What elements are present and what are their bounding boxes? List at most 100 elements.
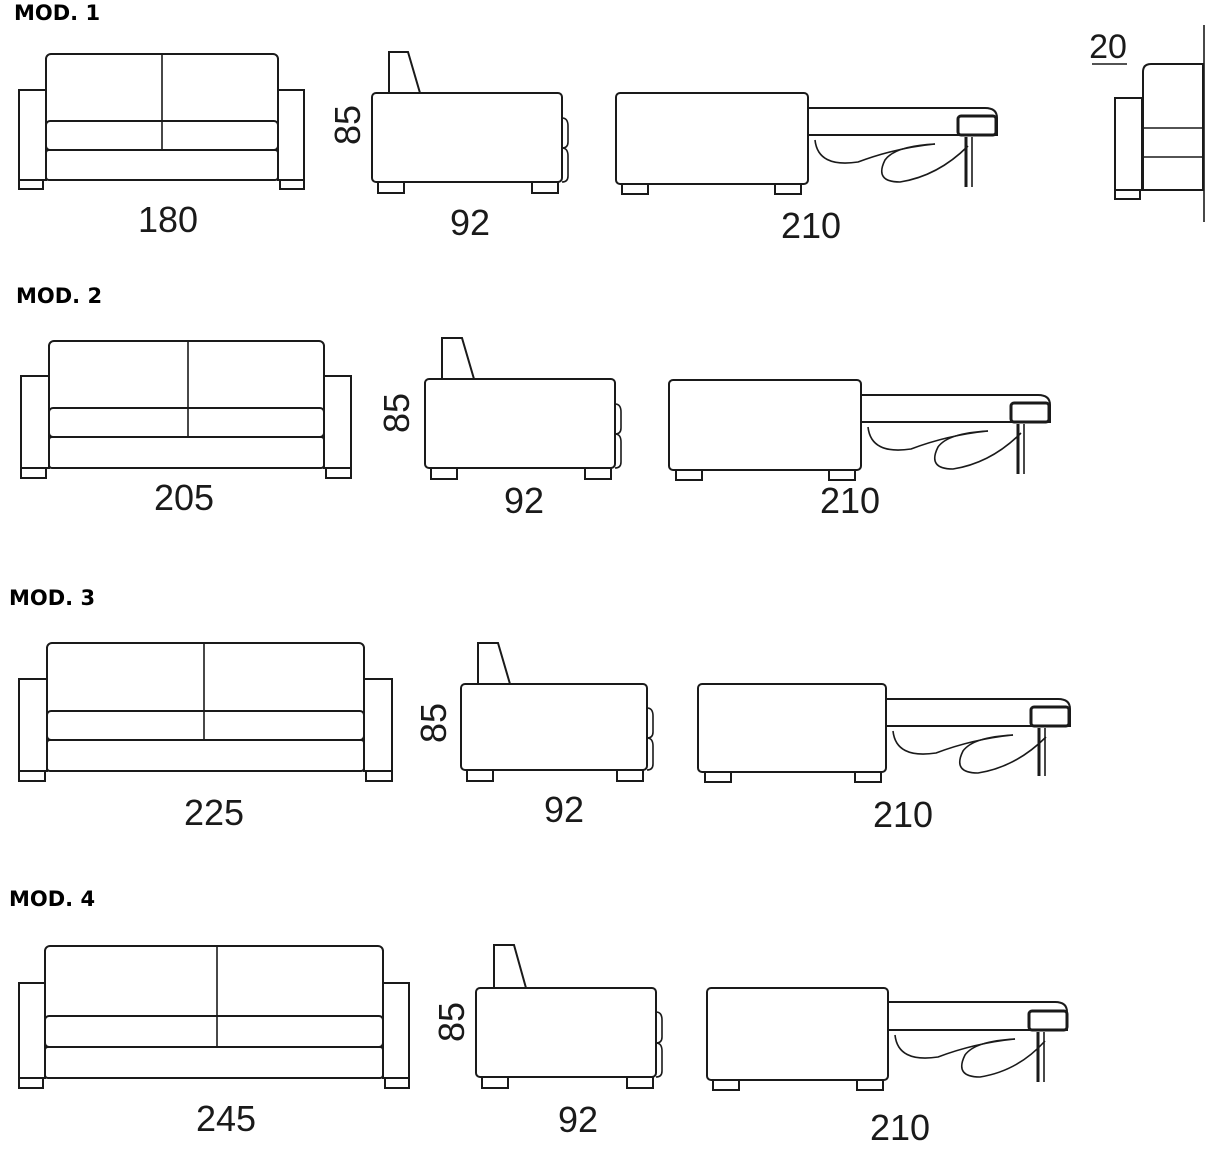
model-1-open-bed-view xyxy=(615,92,998,195)
model-4-height: 85 xyxy=(431,1002,472,1042)
front-leg xyxy=(384,1077,410,1089)
model-2-open-bed-view xyxy=(668,379,1051,481)
bed-frame-end xyxy=(956,114,998,137)
model-4-depth: 92 xyxy=(558,1099,598,1140)
model-4-side-view xyxy=(475,944,663,1089)
seat-base xyxy=(48,436,325,469)
model-1-side-view xyxy=(371,51,569,194)
front-leg xyxy=(365,770,393,782)
model-3-height: 85 xyxy=(413,703,454,743)
model-2-depth: 92 xyxy=(504,480,544,521)
back-cushion xyxy=(655,1011,663,1044)
mattress xyxy=(887,1001,1068,1031)
model-4-width: 245 xyxy=(196,1098,256,1139)
right-armrest xyxy=(363,678,393,772)
model-2-width: 205 xyxy=(154,477,214,518)
headrest xyxy=(441,337,476,380)
side-leg xyxy=(377,181,405,194)
seat-base xyxy=(44,1046,384,1079)
mattress xyxy=(885,698,1071,727)
open-leg xyxy=(704,771,732,783)
bed-mechanism xyxy=(881,143,969,183)
side-leg xyxy=(531,181,559,194)
front-leg xyxy=(18,1077,44,1089)
side-body xyxy=(371,92,563,183)
open-body xyxy=(615,92,809,185)
back-cushion xyxy=(614,403,622,435)
model-1-label: MOD. 1 xyxy=(14,1,100,25)
bed-frame-end xyxy=(1009,401,1051,424)
bed-frame-end xyxy=(1027,1009,1069,1032)
headrest xyxy=(388,51,422,94)
bed-mechanism xyxy=(894,1034,1016,1059)
headrest xyxy=(477,642,512,685)
model-3-front-view xyxy=(18,642,393,782)
bed-mechanism xyxy=(867,426,989,451)
model-1-width: 180 xyxy=(138,199,198,240)
left-armrest xyxy=(18,89,47,181)
open-leg xyxy=(675,469,703,481)
armrest-detail-leg xyxy=(1114,189,1141,200)
front-leg xyxy=(325,467,352,479)
model-3: MOD. 3 225 85 92 xyxy=(9,586,1071,835)
model-4: MOD. 4 245 85 92 xyxy=(9,887,1069,1148)
model-1-height: 85 xyxy=(327,105,368,145)
back-cushion xyxy=(614,433,622,469)
model-2-side-view xyxy=(424,337,622,480)
seat-cushion xyxy=(44,1015,384,1048)
right-armrest xyxy=(382,982,410,1079)
left-armrest xyxy=(20,375,50,469)
open-leg xyxy=(828,469,856,481)
model-3-depth: 92 xyxy=(544,789,584,830)
seat-base xyxy=(46,739,365,772)
bed-mechanism xyxy=(959,734,1047,774)
bed-frame-end xyxy=(1029,705,1071,728)
model-3-width: 225 xyxy=(184,792,244,833)
open-leg xyxy=(774,183,802,195)
model-3-open-bed-view xyxy=(697,683,1071,783)
headrest xyxy=(493,944,528,989)
side-body xyxy=(460,683,648,771)
model-1: MOD. 1 180 85 92 xyxy=(14,1,1205,246)
bed-mechanism xyxy=(814,139,936,164)
bed-mechanism xyxy=(892,730,1014,755)
model-2-height: 85 xyxy=(376,393,417,433)
model-1-depth: 92 xyxy=(450,202,490,243)
seat-cushion xyxy=(48,407,325,438)
left-armrest xyxy=(18,678,48,772)
model-4-open-length: 210 xyxy=(870,1107,930,1148)
armrest-width: 20 xyxy=(1089,28,1127,66)
seat-base xyxy=(45,149,279,181)
armrest-detail xyxy=(1092,25,1205,222)
back-cushion xyxy=(561,117,569,149)
model-1-front-view xyxy=(18,53,305,190)
open-leg xyxy=(856,1079,884,1091)
model-3-label: MOD. 3 xyxy=(9,586,95,610)
right-armrest xyxy=(277,89,305,181)
open-body xyxy=(706,987,889,1081)
right-armrest xyxy=(323,375,352,469)
open-body xyxy=(668,379,862,471)
back-cushion xyxy=(646,707,654,739)
left-armrest xyxy=(18,982,46,1079)
side-leg xyxy=(584,467,612,480)
bed-mechanism xyxy=(934,430,1022,470)
back-cushion xyxy=(561,147,569,183)
side-leg xyxy=(626,1076,654,1089)
open-leg xyxy=(712,1079,740,1091)
open-body xyxy=(697,683,887,773)
seat-cushion xyxy=(46,710,365,741)
front-leg xyxy=(18,179,44,190)
model-4-front-view xyxy=(18,945,410,1089)
side-body xyxy=(475,987,657,1078)
mattress xyxy=(860,394,1051,423)
model-3-side-view xyxy=(460,642,654,782)
model-3-open-length: 210 xyxy=(873,794,933,835)
model-2-front-view xyxy=(20,340,352,479)
side-leg xyxy=(616,769,644,782)
mattress xyxy=(807,107,998,136)
open-leg xyxy=(621,183,649,195)
model-4-open-bed-view xyxy=(706,987,1069,1091)
bed-mechanism xyxy=(961,1038,1046,1078)
back-cushion xyxy=(655,1042,663,1078)
